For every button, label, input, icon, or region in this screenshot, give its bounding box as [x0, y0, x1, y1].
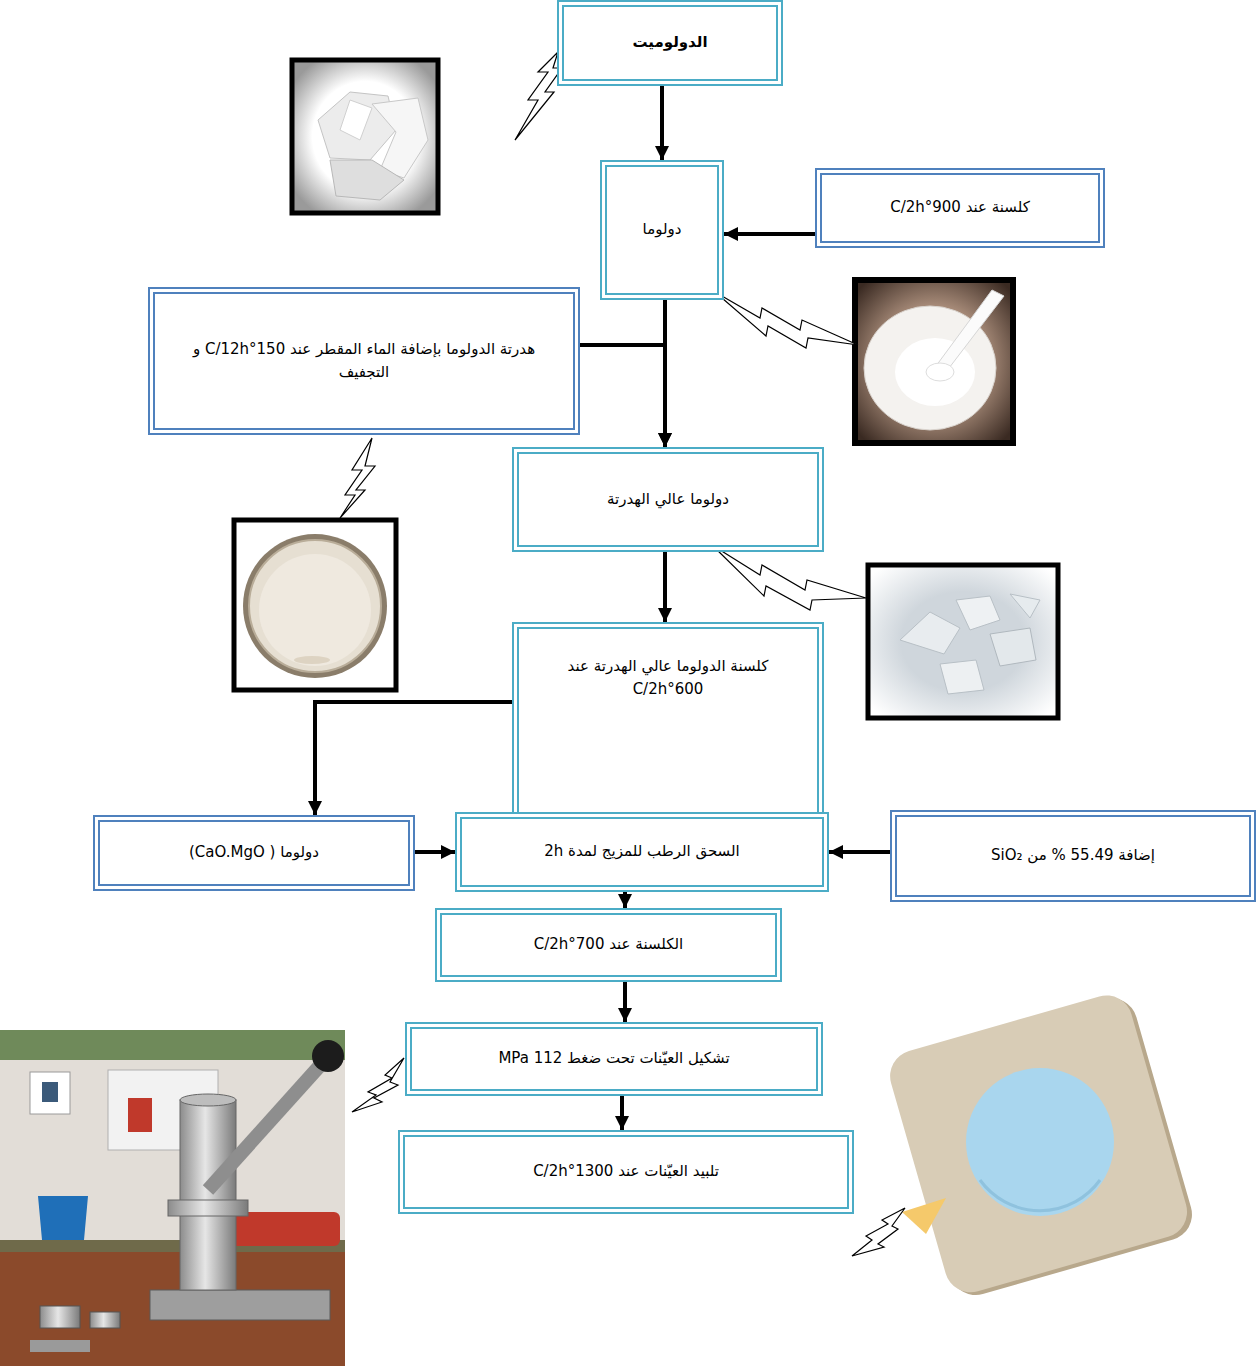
process-box: هدرتة الدولوما بإضافة الماء المقطر عند 1…: [148, 287, 580, 435]
flow-arrow: [620, 1096, 624, 1130]
flow-arrow: [829, 850, 890, 854]
box-label: دولوما ( CaO.MgO): [189, 841, 319, 864]
process-box: السحق الرطب للمزيج لمدة 2h: [455, 812, 829, 892]
flow-arrow: [315, 702, 512, 815]
sample-disc-photo: [884, 988, 1198, 1302]
flow-arrow: [660, 86, 664, 160]
callout-pointer: [902, 1198, 946, 1234]
process-box: كلسنة عند 900°C/2h: [815, 168, 1105, 248]
callout-bolt: [515, 52, 562, 140]
flow-arrow: [623, 892, 627, 908]
bowl-photo: [234, 520, 396, 690]
callout-bolt: [352, 1058, 404, 1112]
flow-arrow: [415, 850, 455, 854]
box-label: دولوما عالي الهدرتة: [607, 488, 729, 511]
process-box: دولوما ( CaO.MgO): [93, 815, 415, 891]
flow-arrow: [623, 982, 627, 1022]
callout-bolt: [712, 545, 866, 610]
rock-photo: [292, 60, 438, 213]
box-label: هدرتة الدولوما بإضافة الماء المقطر عند 1…: [169, 338, 559, 385]
callout-bolt: [340, 438, 375, 518]
box-label: تشكيل العيّنات تحت ضغط 112 MPa: [498, 1047, 729, 1070]
process-box: الدولوميت: [557, 0, 783, 86]
process-box: الكلسنة عند 700°C/2h: [435, 908, 782, 982]
process-box: تشكيل العيّنات تحت ضغط 112 MPa: [405, 1022, 823, 1096]
powder-photo: [868, 565, 1058, 718]
flow-arrow: [663, 552, 667, 622]
callout-bolt: [715, 292, 858, 348]
box-label: كلسنة الدولوما عالي الهدرتة عند 600°C/2h: [533, 655, 803, 702]
box-label: إضافة 55.49 % من SiO₂: [991, 844, 1155, 867]
flow-arrow: [580, 345, 665, 447]
box-label: تلبيد العيّنات عند 1300°C/2h: [533, 1160, 719, 1183]
box-label: السحق الرطب للمزيج لمدة 2h: [544, 840, 739, 863]
flow-arrow: [724, 232, 815, 236]
callout-bolt: [852, 1208, 905, 1256]
box-label: كلسنة عند 900°C/2h: [890, 196, 1030, 219]
process-box: إضافة 55.49 % من SiO₂: [890, 810, 1256, 902]
box-label: الدولوميت: [632, 31, 707, 54]
process-box: دولوما عالي الهدرتة: [512, 447, 824, 552]
process-box: دولوما: [600, 160, 724, 300]
press-photo: [0, 1030, 345, 1366]
process-box: كلسنة الدولوما عالي الهدرتة عند 600°C/2h: [512, 622, 824, 832]
box-label: دولوما: [643, 218, 682, 241]
box-label: الكلسنة عند 700°C/2h: [534, 933, 684, 956]
slurry-photo: [855, 280, 1013, 443]
process-box: تلبيد العيّنات عند 1300°C/2h: [398, 1130, 854, 1214]
